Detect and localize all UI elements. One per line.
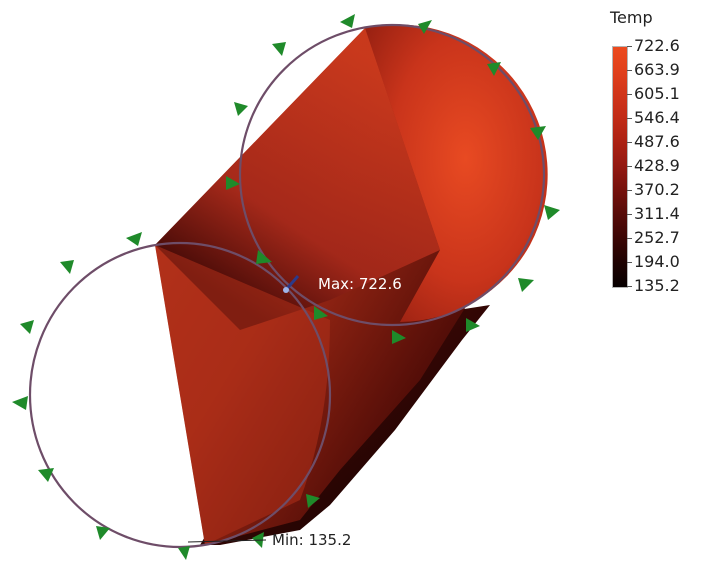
legend-tick-mark bbox=[627, 142, 632, 143]
legend-tick-mark bbox=[627, 70, 632, 71]
legend-tick-label: 252.7 bbox=[634, 228, 680, 247]
legend-title: Temp bbox=[610, 8, 653, 27]
support-marker-icon bbox=[256, 250, 272, 264]
max-label: Max: 722.6 bbox=[318, 275, 402, 293]
legend-tick-label: 722.6 bbox=[634, 36, 680, 55]
support-marker-icon bbox=[126, 232, 142, 246]
hemispherical-cap bbox=[365, 24, 548, 322]
legend-tick-label: 135.2 bbox=[634, 276, 680, 295]
legend-tick-mark bbox=[627, 214, 632, 215]
support-markers-lower bbox=[12, 232, 320, 560]
legend-tick-mark bbox=[627, 286, 632, 287]
legend-tick-mark bbox=[627, 190, 632, 191]
support-marker-icon bbox=[392, 330, 406, 344]
support-marker-icon bbox=[466, 318, 480, 332]
support-marker-icon bbox=[226, 176, 240, 190]
cylinder-section-face bbox=[155, 245, 330, 545]
support-marker-icon bbox=[20, 320, 34, 334]
support-marker-icon bbox=[314, 306, 328, 320]
legend-tick-label: 194.0 bbox=[634, 252, 680, 271]
legend-tick-mark bbox=[627, 94, 632, 95]
support-marker-icon bbox=[418, 20, 432, 34]
support-marker-icon bbox=[234, 102, 248, 116]
support-marker-icon bbox=[96, 526, 110, 540]
legend-tick-mark bbox=[627, 118, 632, 119]
support-marker-icon bbox=[340, 14, 355, 28]
support-marker-icon bbox=[544, 205, 560, 220]
legend-tick-label: 370.2 bbox=[634, 180, 680, 199]
support-marker-icon bbox=[178, 546, 190, 560]
legend-tick-mark bbox=[627, 238, 632, 239]
support-marker-icon bbox=[530, 126, 546, 140]
lower-boundary-circle bbox=[28, 241, 332, 549]
legend-tick-label: 487.6 bbox=[634, 132, 680, 151]
support-marker-icon bbox=[12, 396, 28, 410]
support-marker-icon bbox=[272, 42, 286, 56]
legend-tick-label: 428.9 bbox=[634, 156, 680, 175]
upper-boundary-circle bbox=[238, 23, 546, 327]
legend-tick-label: 605.1 bbox=[634, 84, 680, 103]
legend-tick-mark bbox=[627, 262, 632, 263]
legend-tick-label: 311.4 bbox=[634, 204, 680, 223]
legend-colorbar bbox=[612, 46, 628, 288]
min-leader-line bbox=[187, 539, 267, 543]
support-marker-icon bbox=[306, 494, 320, 508]
min-label: Min: 135.2 bbox=[272, 531, 351, 549]
support-markers-upper bbox=[226, 14, 560, 344]
legend-tick-label: 546.4 bbox=[634, 108, 680, 127]
cylinder-upper-face bbox=[155, 28, 440, 330]
legend-tick-mark bbox=[627, 166, 632, 167]
legend-tick-mark bbox=[627, 46, 632, 47]
max-probe-icon bbox=[282, 275, 300, 293]
legend-tick-label: 663.9 bbox=[634, 60, 680, 79]
support-marker-icon bbox=[60, 260, 74, 274]
support-marker-icon bbox=[487, 62, 501, 76]
support-marker-icon bbox=[518, 278, 534, 292]
support-marker-icon bbox=[38, 468, 54, 482]
